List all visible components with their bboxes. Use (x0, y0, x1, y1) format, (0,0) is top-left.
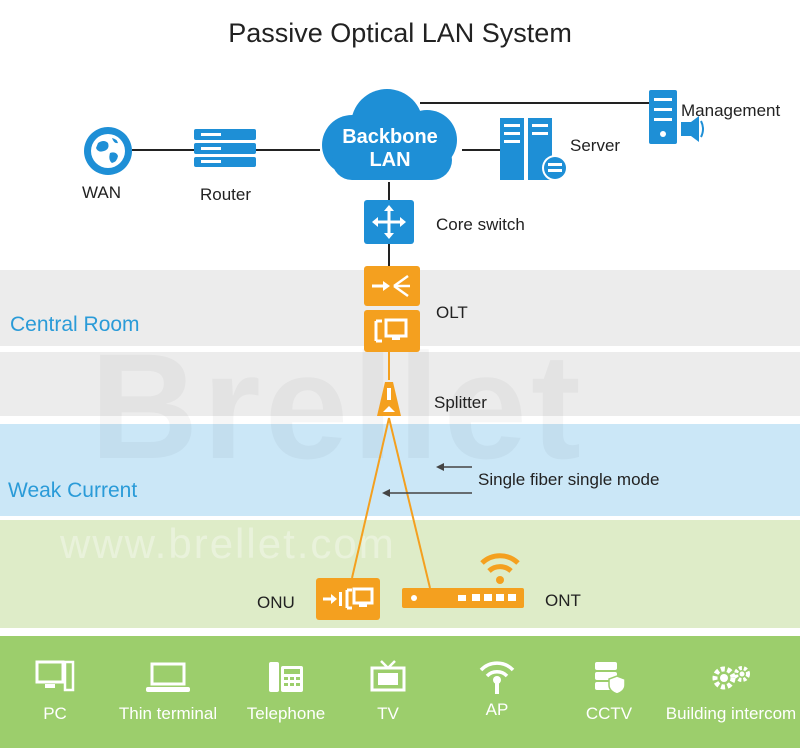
terminal-thin-label: Thin terminal (118, 704, 218, 723)
weak-current-label: Weak Current (8, 479, 138, 502)
terminal-cctv-label: CCTV (585, 704, 633, 723)
page-title: Passive Optical LAN System (228, 18, 572, 48)
terminal-pc-label: PC (43, 704, 67, 723)
gears-icon (712, 666, 750, 690)
onu-icon (316, 578, 380, 620)
backbone-cloud-icon (312, 85, 470, 185)
wan-globe-icon (82, 125, 134, 177)
central-room-label: Central Room (10, 313, 140, 336)
terminal-intercom-label: Building intercom (665, 704, 797, 723)
access-band (0, 520, 800, 628)
terminal-pc: PC (0, 660, 120, 724)
pc-icon (35, 660, 75, 692)
splitter-icon (375, 380, 403, 418)
terminal-tv: TV (323, 660, 453, 724)
terminal-tv-label: TV (377, 704, 399, 723)
watermark-url: www.brellet.com (60, 520, 396, 567)
cctv-icon (595, 662, 626, 694)
terminal-ap-label: AP (485, 700, 509, 719)
backbone-label: Backbone LAN (320, 126, 460, 172)
router-icon (193, 128, 257, 168)
weak-current-band (0, 424, 800, 516)
tv-icon (370, 660, 406, 692)
ont-label: ONT (545, 591, 581, 610)
core-switch-icon (364, 200, 414, 244)
core-switch-label: Core switch (436, 215, 525, 234)
fiber-annotation: Single fiber single mode (478, 470, 660, 489)
terminal-thin: Thin terminal (103, 660, 233, 724)
terminal-ap: AP (432, 656, 562, 720)
olt-bottom-icon (364, 310, 420, 352)
gap-band (0, 352, 800, 416)
terminal-telephone-label: Telephone (246, 704, 326, 723)
wifi-icon (479, 661, 515, 694)
olt-label: OLT (436, 303, 468, 322)
ont-icon (402, 588, 524, 608)
terminal-cctv: CCTV (544, 660, 674, 724)
telephone-icon (269, 662, 303, 692)
laptop-icon (146, 662, 190, 692)
terminal-band (0, 636, 800, 748)
terminal-telephone: Telephone (221, 660, 351, 724)
backbone-label-text: Backbone LAN (342, 126, 438, 171)
server-label: Server (570, 136, 621, 155)
management-icon (649, 90, 707, 146)
management-label: Management (681, 101, 781, 120)
ont-wifi-icon (478, 549, 522, 585)
terminal-intercom: Building intercom (656, 660, 800, 724)
router-label: Router (200, 185, 252, 204)
olt-top-icon (364, 266, 420, 306)
splitter-label: Splitter (434, 393, 487, 412)
wan-label: WAN (82, 183, 122, 202)
server-icon (500, 118, 568, 184)
onu-label: ONU (257, 593, 295, 612)
